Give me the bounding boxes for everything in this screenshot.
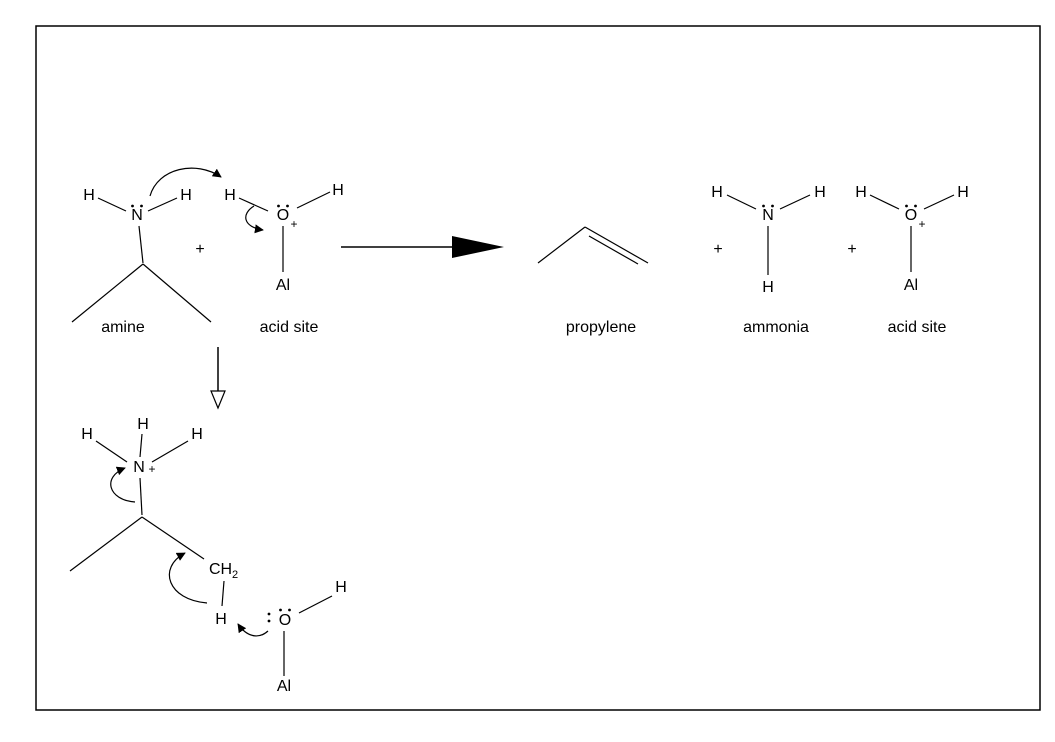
intermediate-h-top-atom: H <box>137 416 149 433</box>
bond <box>151 440 189 463</box>
figure-border <box>35 25 1041 711</box>
bond <box>142 263 212 323</box>
lone-pair-dot <box>267 612 271 616</box>
intermediate-ch2-subscript: 2 <box>232 569 238 581</box>
double-bond-inner-line <box>588 235 639 265</box>
ammonia-structure: H H N H ammonia <box>711 184 826 336</box>
lone-pair-dot <box>914 204 917 208</box>
bond <box>147 197 178 212</box>
bond <box>584 226 649 264</box>
acid-site-structure-left: H H O + Al acid site <box>224 182 344 336</box>
reaction-arrow <box>341 236 504 258</box>
bond <box>537 226 586 264</box>
bond <box>869 194 900 210</box>
amine-label: amine <box>101 319 145 336</box>
acid-right-h-right-atom: H <box>957 184 969 201</box>
lone-pair-dot <box>140 204 143 208</box>
bond <box>296 191 331 209</box>
plus-sign-reactants: + <box>195 241 204 258</box>
bond <box>97 197 127 212</box>
acid-left-h-left-atom: H <box>224 187 236 204</box>
acid-site-right-label: acid site <box>888 319 947 336</box>
bond <box>141 516 205 560</box>
electron-pair-curved-arrow-ch-to-cc <box>168 552 208 604</box>
intermediate-n-charge: + <box>148 462 155 476</box>
bond <box>779 194 811 210</box>
downward-open-arrow <box>210 347 226 410</box>
lone-pair-dot <box>131 204 134 208</box>
plus-sign-products-2: + <box>847 241 856 258</box>
bond <box>95 440 128 463</box>
bond <box>69 516 143 572</box>
bond <box>139 433 143 458</box>
ammonia-label: ammonia <box>743 319 809 336</box>
electron-pair-curved-arrow-cn-to-n <box>110 466 136 503</box>
acid-site-structure-right: H H O + Al acid site <box>855 184 969 336</box>
down-arrow-open-head <box>210 390 226 410</box>
intermediate-structure: H H H N + CH 2 H O H Al <box>69 416 347 695</box>
lone-pair-dot <box>267 619 271 623</box>
amine-h-right-atom: H <box>180 187 192 204</box>
bond <box>139 477 143 516</box>
electron-pair-curved-arrow-n-to-h <box>149 167 222 197</box>
lone-pair-dot <box>762 204 765 208</box>
reaction-arrow-head <box>452 236 504 258</box>
acid-left-o-charge: + <box>290 217 297 231</box>
intermediate-o-atom: O <box>279 612 291 629</box>
intermediate-h-right-atom: H <box>191 426 203 443</box>
electron-pair-curved-arrow-oh-to-o <box>245 205 264 234</box>
bond <box>298 595 333 614</box>
lone-pair-dot <box>277 204 280 208</box>
bond <box>221 580 225 607</box>
lone-pair-dot <box>771 204 774 208</box>
bond <box>726 194 757 210</box>
electron-pair-curved-arrow-o-to-h <box>237 623 269 637</box>
acid-site-left-label: acid site <box>260 319 319 336</box>
plus-sign-products-1: + <box>713 241 722 258</box>
lone-pair-dot <box>279 608 282 612</box>
propylene-structure: propylene <box>537 226 649 336</box>
amine-h-left-atom: H <box>83 187 95 204</box>
bond <box>238 197 269 212</box>
intermediate-h-left-atom: H <box>81 426 93 443</box>
ammonia-n-atom: N <box>762 207 774 224</box>
acid-left-o-atom: O <box>277 207 289 224</box>
amine-n-atom: N <box>131 207 143 224</box>
intermediate-ch2-atom: CH <box>209 561 232 578</box>
intermediate-h-oh-atom: H <box>335 579 347 596</box>
acid-right-al-atom: Al <box>904 277 918 294</box>
bond <box>138 225 144 264</box>
amine-structure: H H N amine <box>71 167 222 336</box>
lone-pair-dot <box>905 204 908 208</box>
lone-pair-dot <box>286 204 289 208</box>
intermediate-al-atom: Al <box>277 678 291 695</box>
ammonia-h-right-atom: H <box>814 184 826 201</box>
intermediate-n-atom: N <box>133 459 145 476</box>
intermediate-h-transfer-atom: H <box>215 611 227 628</box>
acid-left-h-right-atom: H <box>332 182 344 199</box>
acid-right-o-atom: O <box>905 207 917 224</box>
acid-right-o-charge: + <box>918 217 925 231</box>
acid-right-h-left-atom: H <box>855 184 867 201</box>
ammonia-h-bottom-atom: H <box>762 279 774 296</box>
propylene-label: propylene <box>566 319 636 336</box>
bond <box>923 194 955 210</box>
acid-left-al-atom: Al <box>276 277 290 294</box>
ammonia-h-left-atom: H <box>711 184 723 201</box>
lone-pair-dot <box>288 608 291 612</box>
bond <box>71 263 144 323</box>
